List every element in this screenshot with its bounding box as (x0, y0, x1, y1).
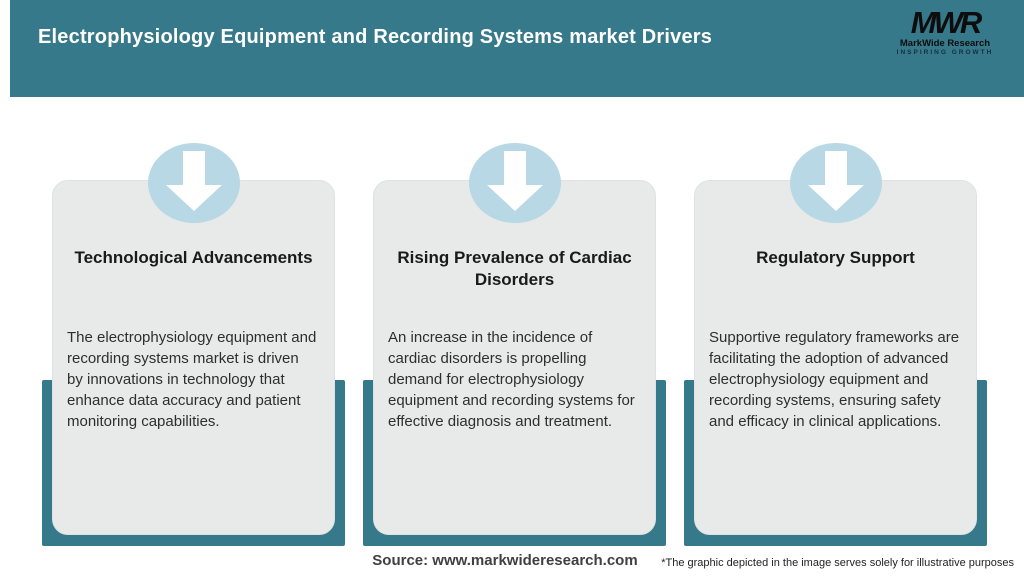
card-title: Regulatory Support (756, 248, 915, 267)
disclaimer-text: *The graphic depicted in the image serve… (661, 557, 1014, 569)
markwide-research-logo: MWR MarkWide Research INSPIRING GROWTH (890, 5, 1000, 57)
card-title: Technological Advancements (74, 248, 313, 267)
down-arrow-icon (789, 143, 882, 223)
card-body: The electrophysiology equipment and reco… (67, 329, 317, 430)
page-title: Electrophysiology Equipment and Recordin… (38, 26, 713, 48)
driver-card: Regulatory Support Supportive regulatory… (694, 180, 977, 535)
logo-name: MarkWide Research (899, 38, 991, 49)
header-bar: Electrophysiology Equipment and Recordin… (10, 0, 1024, 97)
driver-column-2: Rising Prevalence of Cardiac Disorders A… (363, 143, 666, 546)
source-text: Source: www.markwideresearch.com (372, 552, 638, 569)
down-arrow-icon (147, 143, 240, 223)
driver-column-1: Technological Advancements The electroph… (42, 143, 345, 546)
logo-tagline: INSPIRING GROWTH (896, 49, 994, 56)
driver-card: Rising Prevalence of Cardiac Disorders A… (373, 180, 656, 535)
card-body: Supportive regulatory frameworks are fac… (709, 329, 960, 430)
down-arrow-icon (468, 143, 561, 223)
card-body: An increase in the incidence of cardiac … (388, 329, 635, 430)
card-title: Rising Prevalence of Cardiac Disorders (397, 248, 632, 289)
driver-card: Technological Advancements The electroph… (52, 180, 335, 535)
driver-column-3: Regulatory Support Supportive regulatory… (684, 143, 987, 546)
logo-monogram: MWR (910, 5, 982, 40)
